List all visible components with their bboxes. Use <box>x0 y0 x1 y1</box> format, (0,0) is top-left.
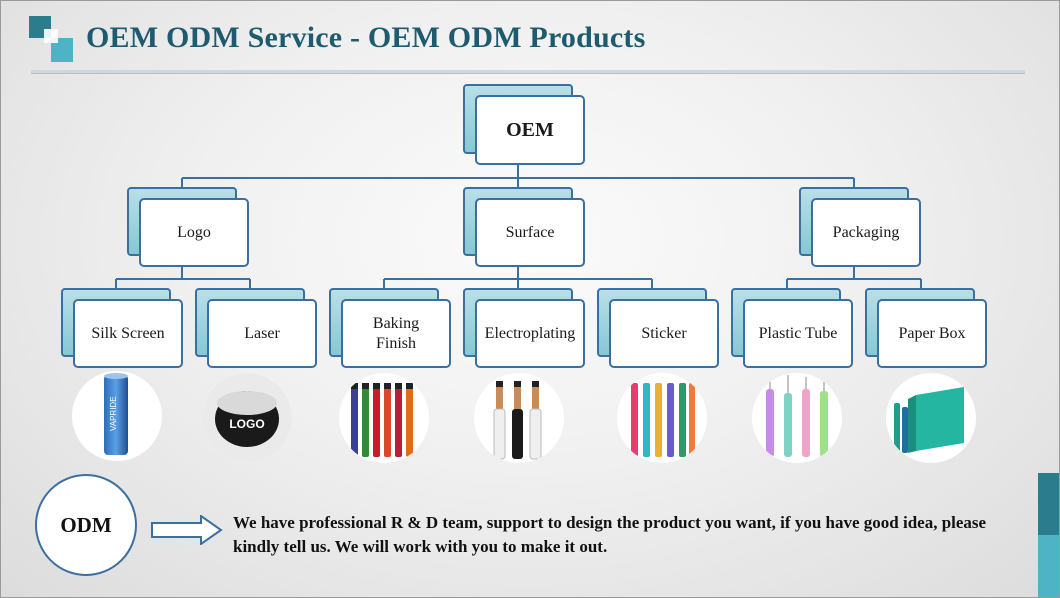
tree-node-packaging: Packaging <box>799 187 921 267</box>
node-label: Sticker <box>609 299 719 368</box>
tree-node-logo: Logo <box>127 187 249 267</box>
silk-screen-product-image: VAPRIDE <box>72 371 162 461</box>
corner-logo-icon <box>29 16 73 62</box>
node-label: Baking Finish <box>341 299 451 368</box>
page-title: OEM ODM Service - OEM ODM Products <box>86 21 646 54</box>
sticker-product-image <box>617 373 707 463</box>
tree-node-electroplating: Electroplating <box>463 288 585 368</box>
title-divider <box>31 70 1025 74</box>
tree-node-surface: Surface <box>463 187 585 267</box>
plastic-tube-product-image <box>752 373 842 463</box>
paper-box-product-image <box>886 373 976 463</box>
node-label: Paper Box <box>877 299 987 368</box>
node-label: Surface <box>475 198 585 267</box>
side-accent-bar <box>1038 473 1059 535</box>
svg-text:VAPRIDE: VAPRIDE <box>109 396 118 431</box>
tree-node-oem: OEM <box>463 84 585 165</box>
tree-node-paper-box: Paper Box <box>865 288 987 368</box>
node-label: Electroplating <box>475 299 585 368</box>
node-label: Logo <box>139 198 249 267</box>
node-label: Laser <box>207 299 317 368</box>
electroplating-product-image <box>474 373 564 463</box>
node-label: Packaging <box>811 198 921 267</box>
tree-node-laser: Laser <box>195 288 317 368</box>
node-label: OEM <box>475 95 585 165</box>
side-accent-bar <box>1038 535 1059 597</box>
arrow-right-icon <box>151 515 223 545</box>
svg-text:LOGO: LOGO <box>229 417 264 431</box>
laser-product-image: LOGO <box>202 373 292 463</box>
tree-node-silk-screen: Silk Screen <box>61 288 183 368</box>
baking-finish-product-image <box>339 373 429 463</box>
tree-node-plastic-tube: Plastic Tube <box>731 288 853 368</box>
node-label: Plastic Tube <box>743 299 853 368</box>
tree-node-sticker: Sticker <box>597 288 719 368</box>
node-label: Silk Screen <box>73 299 183 368</box>
tree-node-baking-finish: Baking Finish <box>329 288 451 368</box>
odm-circle: ODM <box>35 474 137 576</box>
odm-description: We have professional R & D team, support… <box>233 513 987 556</box>
